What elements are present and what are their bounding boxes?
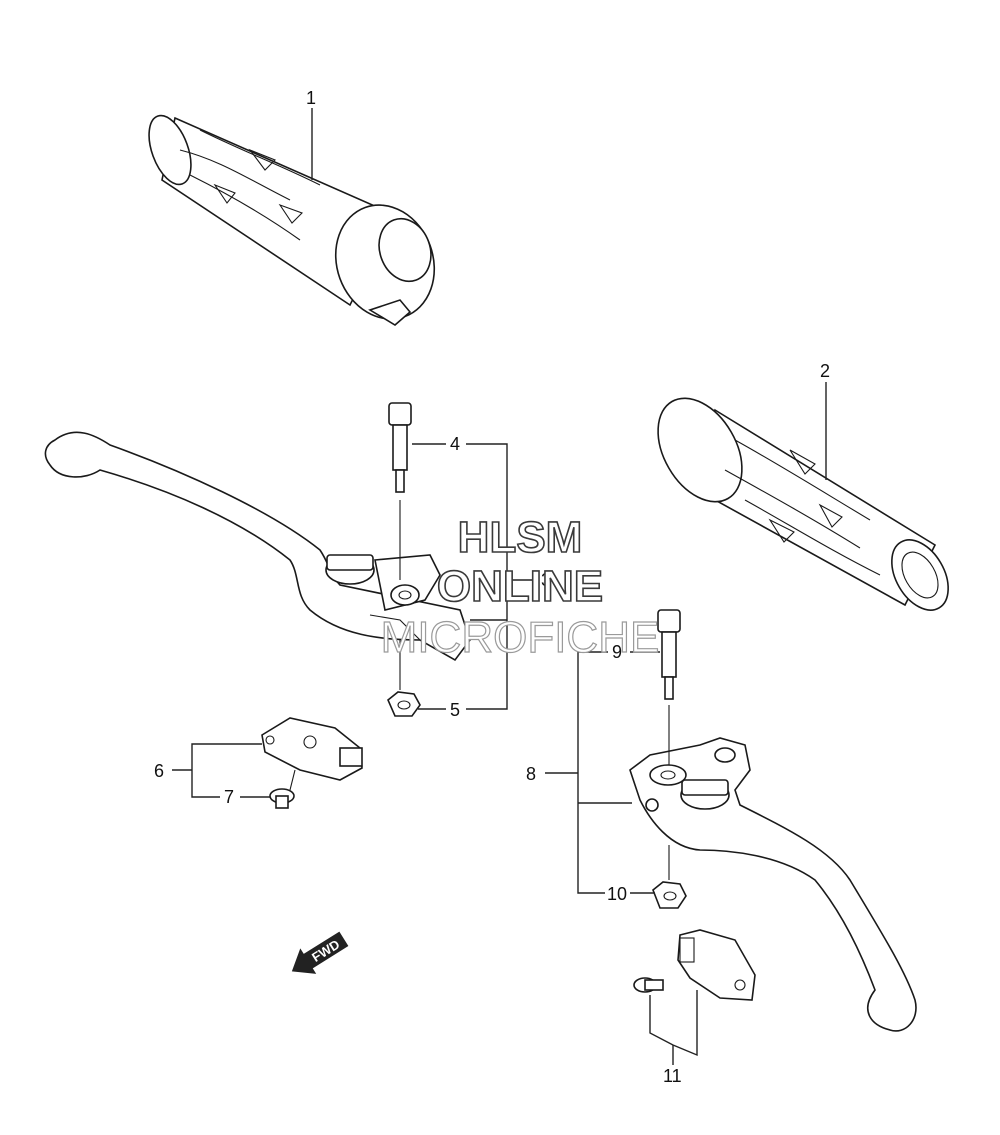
callout-11: 11 <box>663 1066 682 1086</box>
callout-5: 5 <box>450 700 460 720</box>
watermark: HLSM ONLINE MICROFICHE <box>380 512 660 662</box>
leader-lines <box>172 108 827 1065</box>
callout-labels: 1 2 3 4 5 6 7 8 9 10 11 <box>154 88 830 1086</box>
switch-6 <box>261 717 363 781</box>
grip-left <box>148 114 436 326</box>
watermark-line-1: HLSM <box>458 513 583 562</box>
lever-left <box>44 431 471 662</box>
fwd-arrow: FWD <box>291 931 349 974</box>
watermark-line-2: ONLINE <box>437 562 603 611</box>
bolt-4 <box>388 402 412 580</box>
lever-right <box>629 737 917 1032</box>
callout-3: 3 <box>541 570 551 590</box>
callout-9: 9 <box>612 642 622 662</box>
watermark-line-3: MICROFICHE <box>381 613 660 662</box>
bolt-9 <box>657 609 681 765</box>
screw-7 <box>269 769 296 809</box>
callout-6: 6 <box>154 761 164 781</box>
callout-2: 2 <box>820 361 830 381</box>
nut-10 <box>652 845 687 909</box>
callout-7: 7 <box>224 787 234 807</box>
switch-11 <box>633 929 756 1001</box>
callout-10: 10 <box>607 884 627 904</box>
grip-right <box>657 397 949 611</box>
callout-4: 4 <box>450 434 460 454</box>
callout-1: 1 <box>306 88 316 108</box>
callout-8: 8 <box>526 764 536 784</box>
nut-5 <box>387 640 421 717</box>
